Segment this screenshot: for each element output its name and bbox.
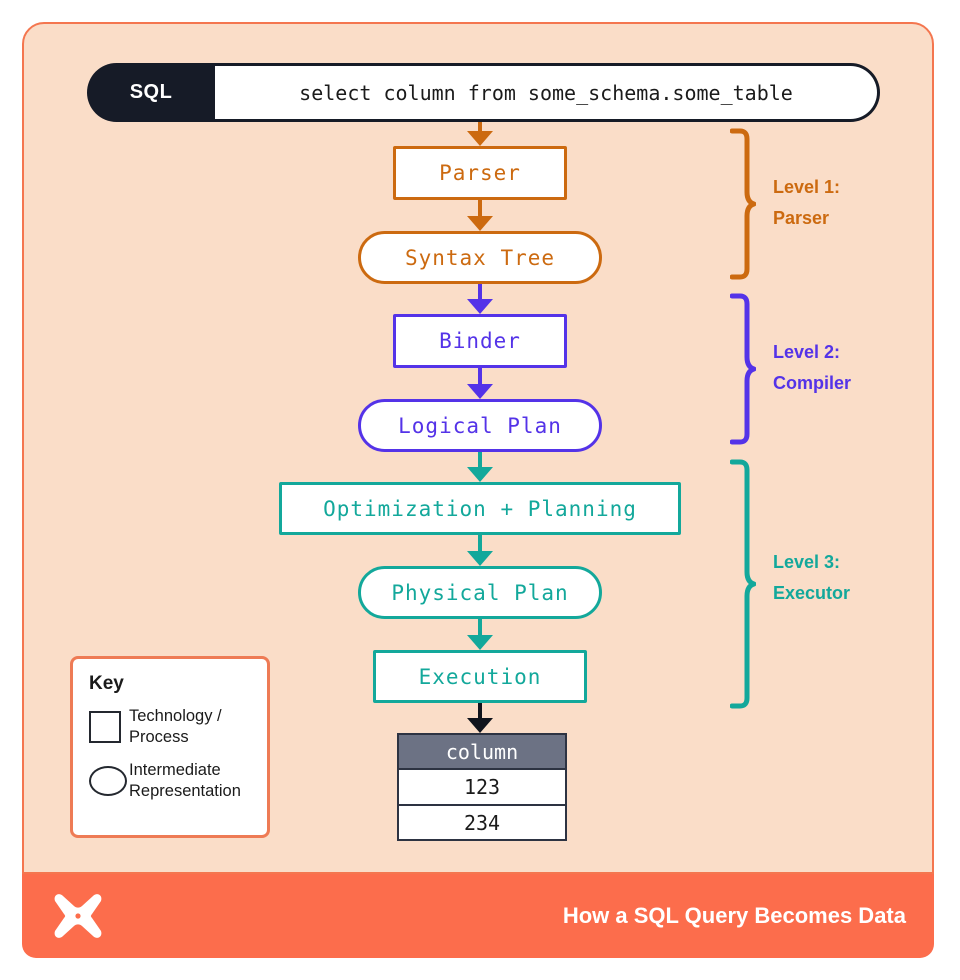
level-label-3: Level 3: Executor <box>773 547 850 609</box>
level-label-2: Level 2: Compiler <box>773 337 851 399</box>
level-label-line1: Level 2: <box>773 342 841 362</box>
node-binder[interactable]: Binder <box>393 314 567 368</box>
arrow-binder-to-logical-plan <box>467 368 493 399</box>
key-item-label: Technology / Process <box>129 706 222 749</box>
bracket-level-2 <box>730 293 756 445</box>
result-table-header-column: column <box>397 733 567 769</box>
node-parser[interactable]: Parser <box>393 146 567 200</box>
footer-title: How a SQL Query Becomes Data <box>562 903 906 928</box>
node-optimization-planning[interactable]: Optimization + Planning <box>279 482 681 535</box>
footer-bar: How a SQL Query Becomes Data <box>22 874 934 958</box>
key-title: Key <box>89 673 124 694</box>
result-table-row: 123 <box>397 769 567 805</box>
key-item-intermediate-representation: Intermediate Representation <box>89 759 251 803</box>
node-syntax-tree[interactable]: Syntax Tree <box>358 231 602 284</box>
arrow-stem <box>478 122 482 132</box>
arrow-head <box>467 131 493 146</box>
bracket-icon <box>730 459 756 709</box>
arrow-head <box>467 635 493 650</box>
bracket-icon <box>730 128 756 280</box>
arrow-physical-plan-to-execution <box>467 619 493 650</box>
sql-query-bar: SQL select column from some_schema.some_… <box>87 63 880 122</box>
key-item-label: Intermediate Representation <box>129 760 241 803</box>
arrow-logical-plan-to-optimization <box>467 452 493 482</box>
arrow-stem <box>478 284 482 300</box>
result-table: column 123 234 <box>397 733 567 841</box>
arrow-parser-to-syntax-tree <box>467 200 493 231</box>
arrow-stem <box>478 619 482 636</box>
square-shape-icon <box>89 705 129 749</box>
butterfly-x-logo-icon <box>50 888 106 944</box>
arrow-execution-to-result-table <box>467 703 493 733</box>
node-logical-plan[interactable]: Logical Plan <box>358 399 602 452</box>
arrow-head <box>467 467 493 482</box>
arrow-syntax-tree-to-binder <box>467 284 493 314</box>
arrow-stem <box>478 535 482 552</box>
key-item-line1: Intermediate <box>129 760 221 779</box>
node-execution[interactable]: Execution <box>373 650 587 703</box>
level-label-line2: Compiler <box>773 372 852 393</box>
arrow-optimization-to-physical-plan <box>467 535 493 566</box>
key-item-line2: Representation <box>129 782 241 800</box>
bracket-icon <box>730 293 756 445</box>
level-label-line2: Parser <box>773 207 830 228</box>
arrow-head <box>467 718 493 733</box>
node-physical-plan[interactable]: Physical Plan <box>358 566 602 619</box>
arrow-stem <box>478 368 482 385</box>
arrow-sql-to-parser <box>467 122 493 146</box>
arrow-head <box>467 551 493 566</box>
ellipse-shape-icon <box>89 759 129 803</box>
level-label-line1: Level 3: <box>773 552 841 572</box>
arrow-stem <box>478 200 482 217</box>
bracket-level-1 <box>730 128 756 280</box>
arrow-stem <box>478 452 482 468</box>
level-label-line2: Executor <box>773 582 851 603</box>
arrow-head <box>467 216 493 231</box>
arrow-stem <box>478 703 482 719</box>
key-item-line2: Process <box>129 728 189 746</box>
bracket-level-3 <box>730 459 756 709</box>
sql-query-text: select column from some_schema.some_tabl… <box>215 66 877 119</box>
sql-label: SQL <box>129 81 173 103</box>
level-label-1: Level 1: Parser <box>773 172 840 234</box>
key-legend: Key Technology / Process Intermediate Re… <box>70 656 270 838</box>
level-label-line1: Level 1: <box>773 177 841 197</box>
arrow-head <box>467 299 493 314</box>
arrow-head <box>467 384 493 399</box>
key-item-technology-process: Technology / Process <box>89 705 251 749</box>
key-item-line1: Technology / <box>129 706 222 725</box>
result-table-row: 234 <box>397 805 567 841</box>
